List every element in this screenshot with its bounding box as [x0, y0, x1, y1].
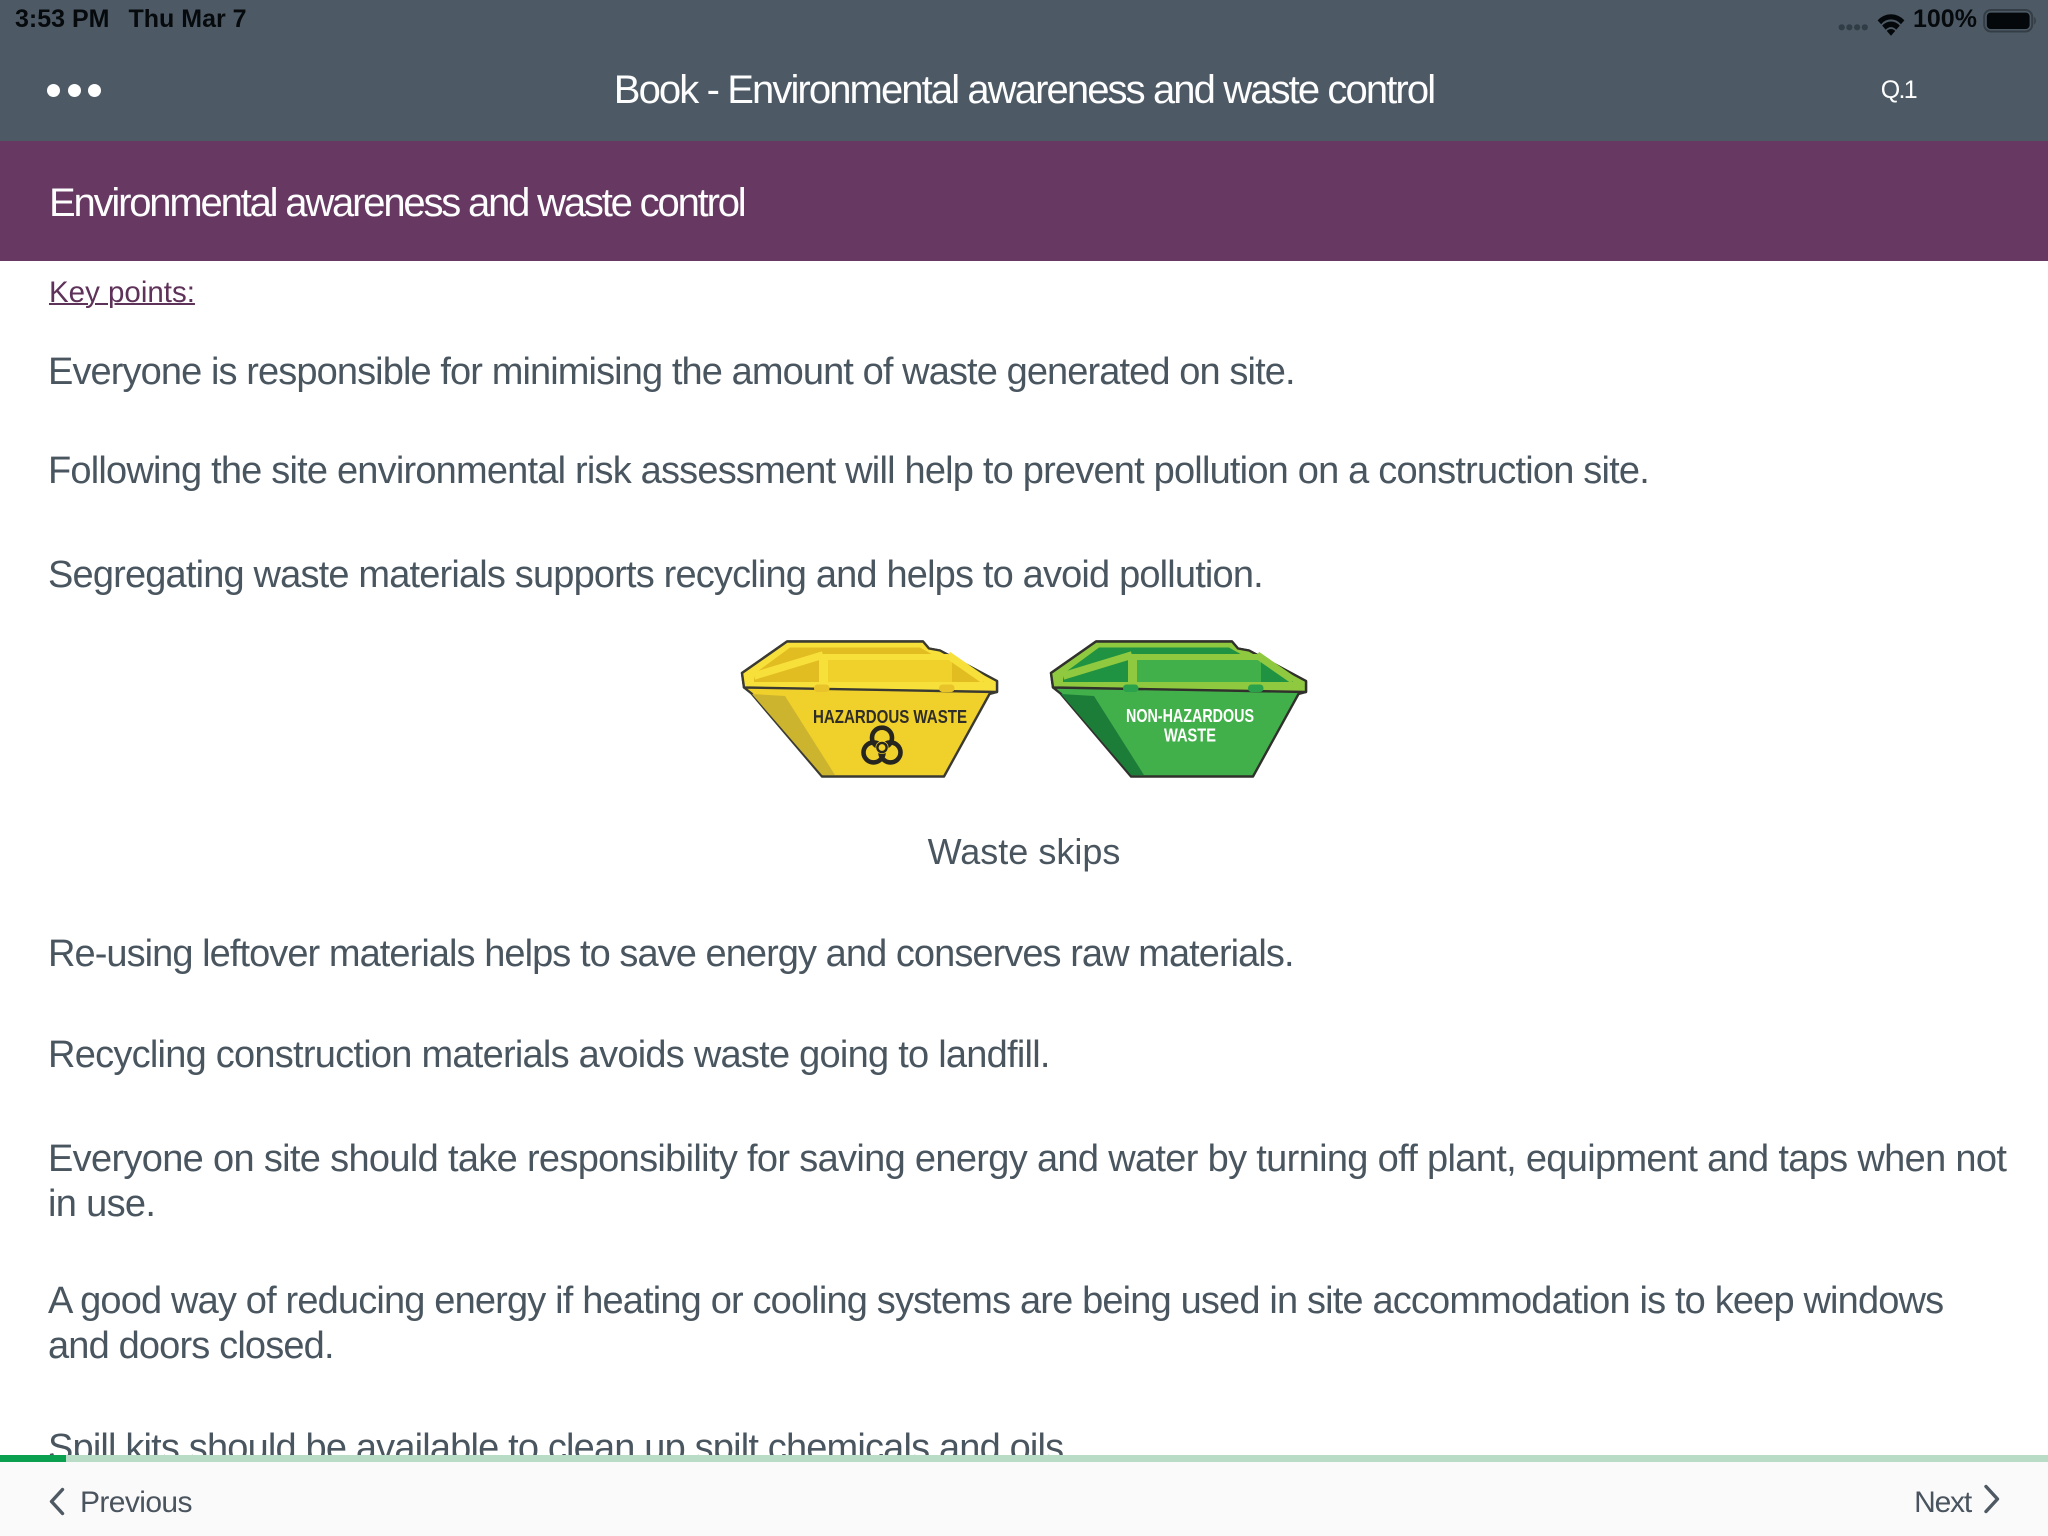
svg-text:HAZARDOUS WASTE: HAZARDOUS WASTE — [813, 706, 967, 727]
svg-text:WASTE: WASTE — [1164, 725, 1216, 746]
svg-text:NON-HAZARDOUS: NON-HAZARDOUS — [1126, 705, 1254, 726]
